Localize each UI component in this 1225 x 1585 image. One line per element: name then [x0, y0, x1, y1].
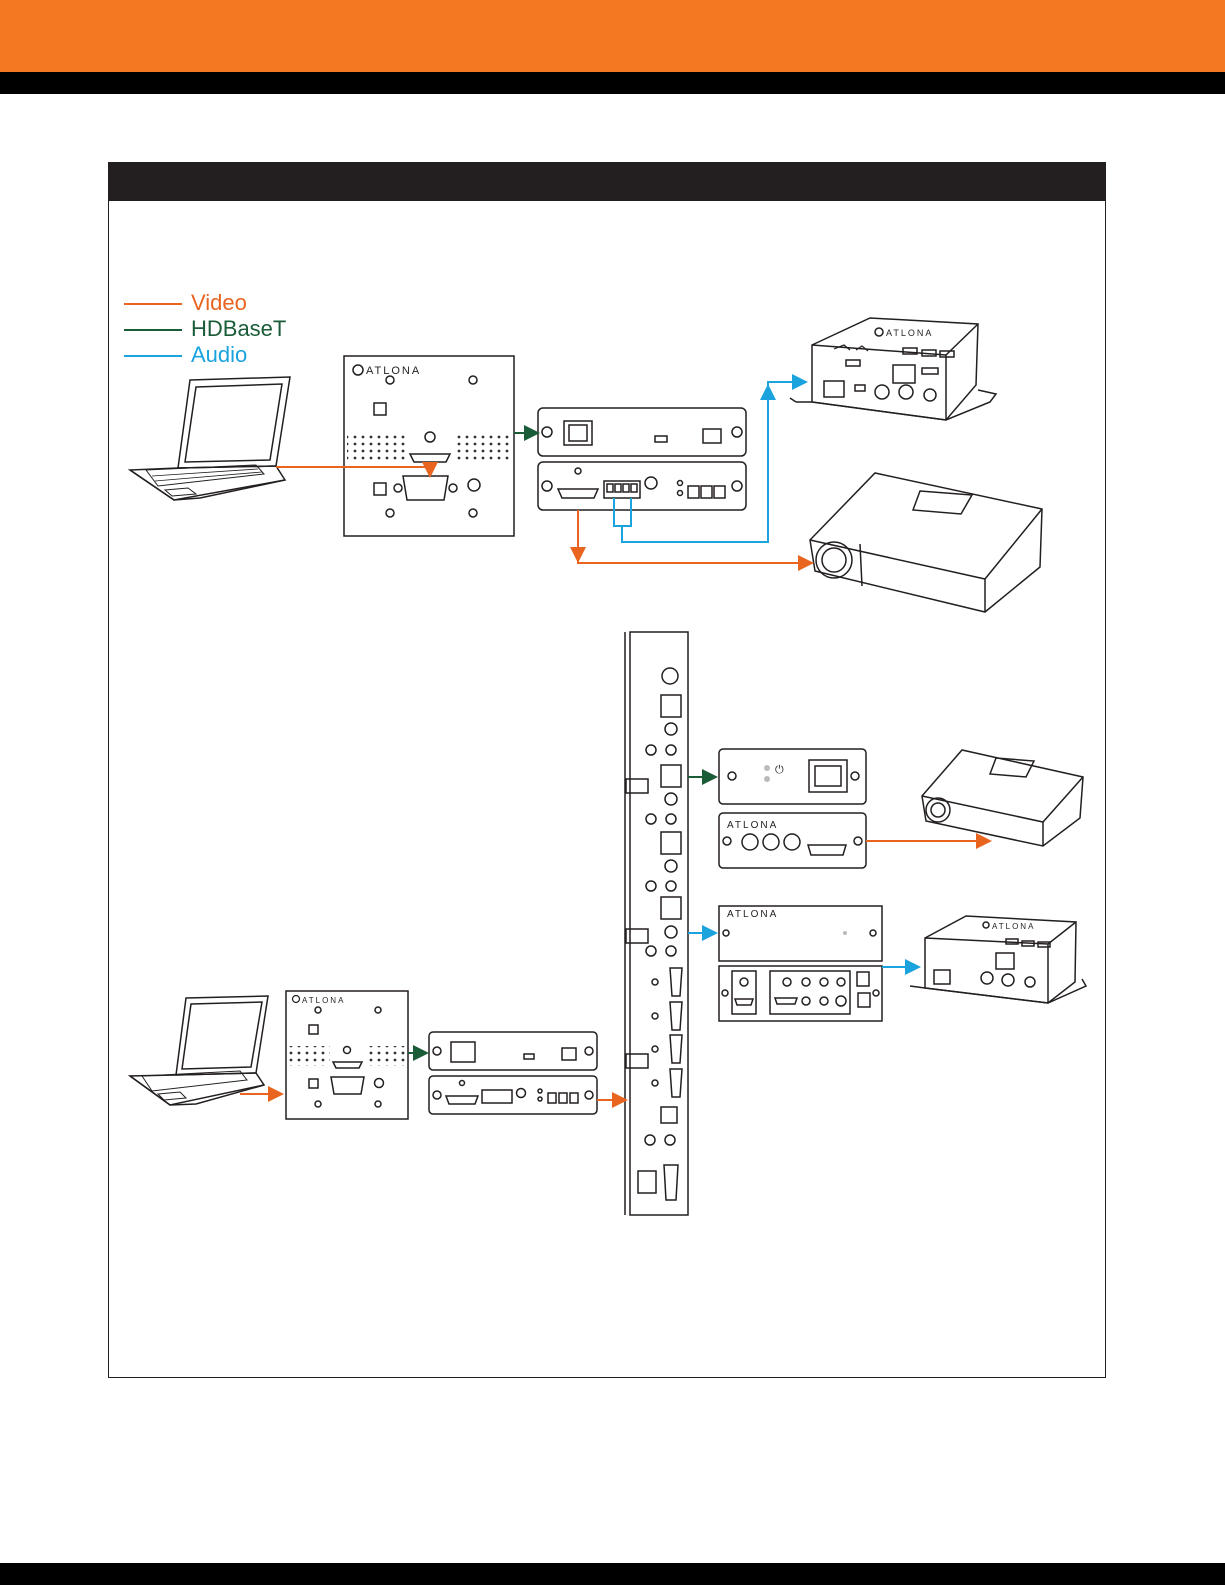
- wall-plate-transmitter-bottom: [286, 991, 408, 1119]
- audio-cable-receiver-to-amp-top: [614, 498, 631, 526]
- laptop-bottom: [130, 996, 268, 1105]
- brand-label-plate-top: ATLONA: [366, 365, 421, 377]
- audio-receiver-right: [719, 906, 882, 1021]
- projector-right: [922, 750, 1083, 846]
- laptop-top: [130, 377, 290, 500]
- atlona-logo-icon: [353, 365, 363, 375]
- wall-plate-transmitter-top: [344, 356, 514, 536]
- brand-label-receiver-right: ATLONA: [727, 820, 778, 831]
- video-cable-laptop-to-plate-top: [276, 467, 430, 476]
- footer-black-bar: [0, 1563, 1225, 1585]
- brand-label-amp-right: ATLONA: [992, 922, 1035, 931]
- brand-label-plate-bottom: ATLONA: [302, 996, 345, 1005]
- matrix-switcher-rack: [625, 632, 688, 1215]
- projector-top: [810, 473, 1042, 612]
- power-icon: ⏻: [775, 764, 784, 776]
- hdbaset-receiver-top: [538, 408, 746, 510]
- brand-label-amp-top: ATLONA: [886, 328, 933, 338]
- atlona-logo-icon-bottom: [293, 996, 300, 1003]
- hdbaset-receiver-bottom: [429, 1032, 597, 1114]
- brand-label-audio-receiver: ATLONA: [727, 909, 778, 920]
- hdbaset-receiver-right: [719, 749, 866, 868]
